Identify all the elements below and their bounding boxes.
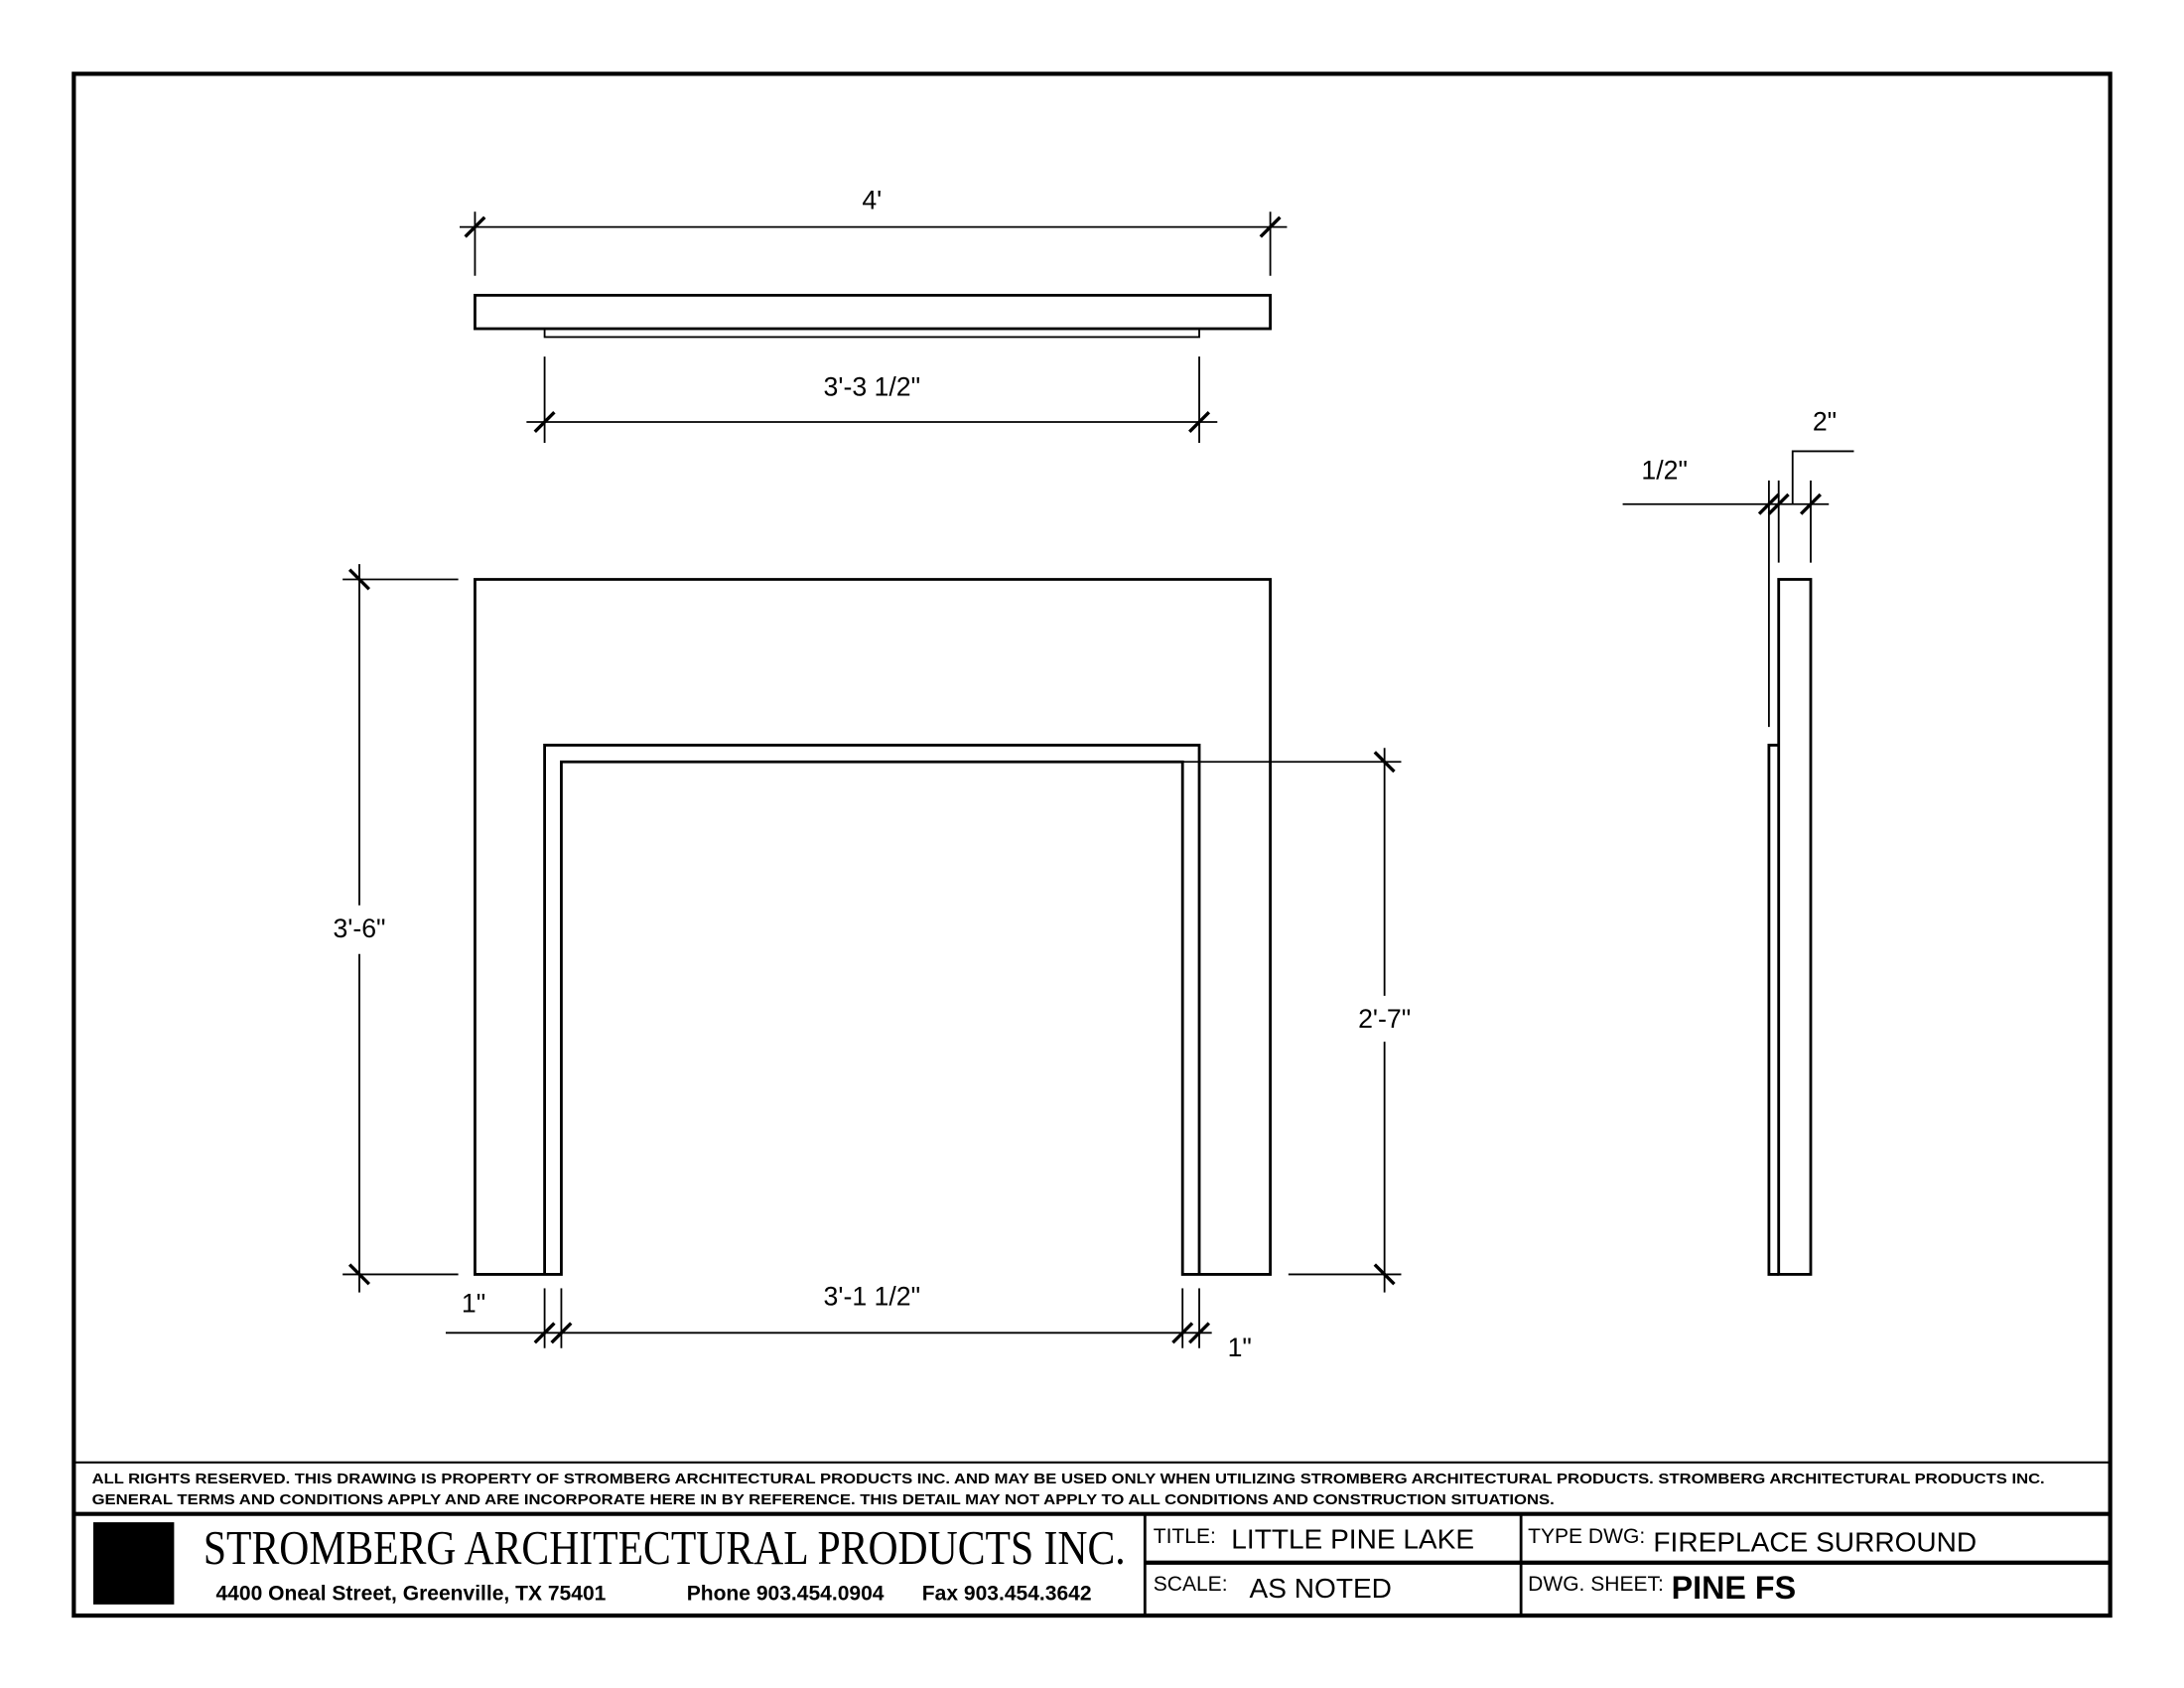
company-address: 4400 Oneal Street, Greenville, TX 75401	[215, 1583, 606, 1606]
company-name: STROMBERG ARCHITECTURAL PRODUCTS INC.	[204, 1520, 1126, 1575]
dim-top-underside: 3'-3 1/2"	[824, 371, 920, 401]
title-label: TITLE:	[1154, 1525, 1216, 1548]
dim-top-overall: 4'	[862, 185, 882, 214]
dim-trim-right: 1"	[1228, 1333, 1252, 1362]
dim-side-depth: 2"	[1813, 406, 1837, 436]
top-view: 4' 3'-3 1/2"	[460, 185, 1288, 444]
sheet-value: PINE FS	[1672, 1570, 1796, 1606]
company-fax: Fax 903.454.3642	[922, 1583, 1092, 1606]
front-elevation: 3'-6" 2'-7" 3'-1 1/2" 1" 1"	[333, 564, 1411, 1362]
side-view: 1/2" 2"	[1622, 406, 1854, 1276]
type-label: TYPE DWG:	[1528, 1525, 1645, 1548]
company-logo	[93, 1522, 175, 1605]
type-value: FIREPLACE SURROUND	[1653, 1527, 1977, 1558]
dim-front-height: 3'-6"	[333, 914, 385, 943]
sheet-border	[71, 71, 2113, 1618]
dim-trim-left: 1"	[462, 1288, 485, 1318]
disclaimer-line-1: ALL RIGHTS RESERVED. THIS DRAWING IS PRO…	[92, 1472, 2045, 1487]
title-value: LITTLE PINE LAKE	[1231, 1524, 1474, 1555]
scale-label: SCALE:	[1154, 1573, 1228, 1596]
sheet-label: DWG. SHEET:	[1528, 1573, 1664, 1596]
dim-side-trim: 1/2"	[1641, 456, 1688, 486]
dim-opening-height: 2'-7"	[1358, 1004, 1411, 1034]
dim-opening-width: 3'-1 1/2"	[824, 1281, 920, 1311]
disclaimer-line-2: GENERAL TERMS AND CONDITIONS APPLY AND A…	[92, 1492, 1555, 1508]
title-block: ALL RIGHTS RESERVED. THIS DRAWING IS PRO…	[73, 1461, 2111, 1617]
company-phone: Phone 903.454.0904	[687, 1583, 885, 1606]
scale-value: AS NOTED	[1250, 1573, 1392, 1604]
